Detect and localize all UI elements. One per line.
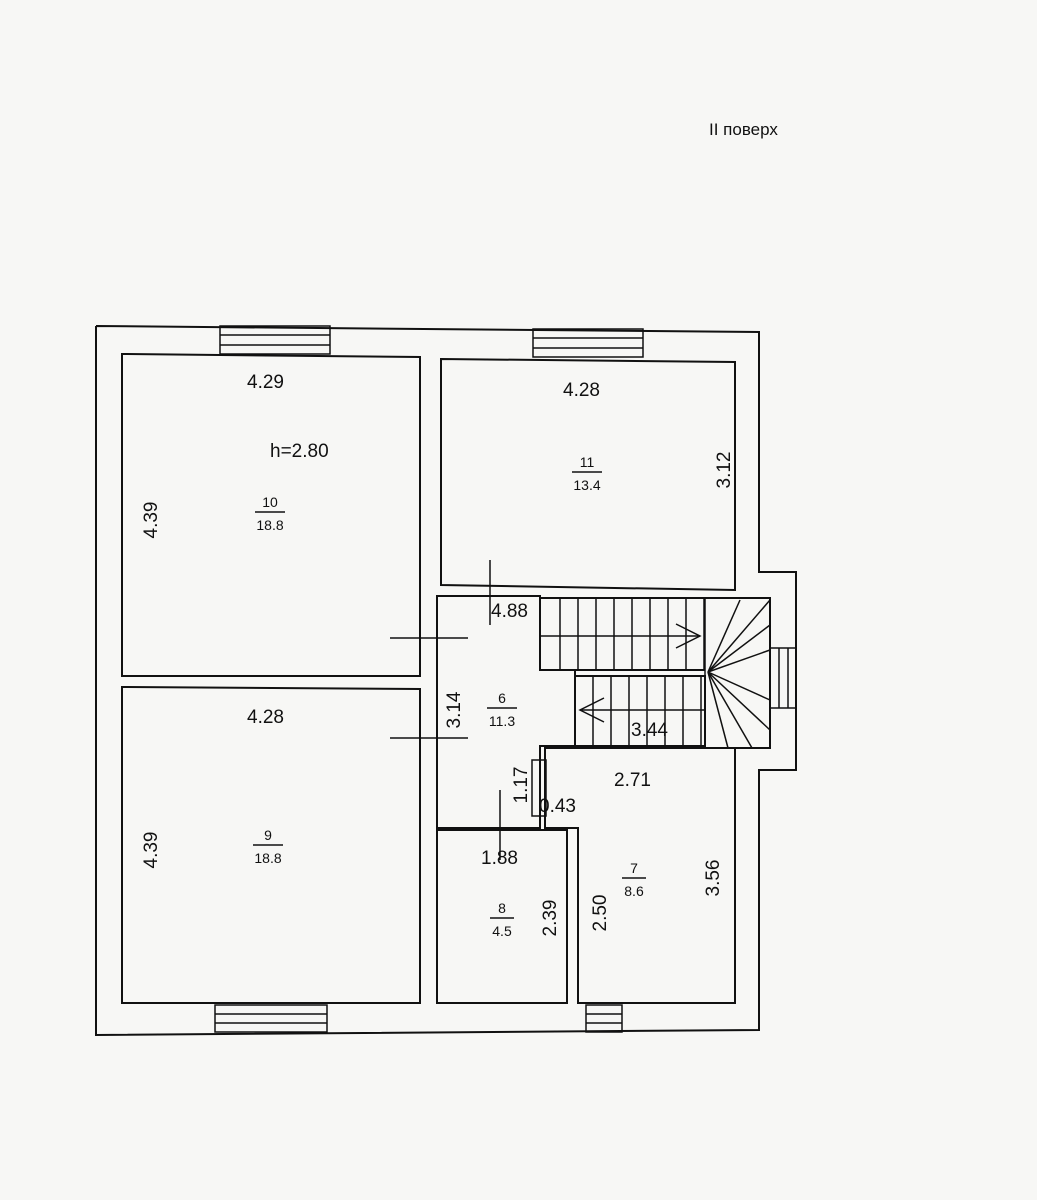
window-icon [219, 325, 331, 355]
dimension-label: 3.12 [714, 452, 735, 489]
dimension-label: 4.88 [491, 601, 528, 622]
outer-walls [95, 325, 797, 1037]
room-number: 6 [498, 690, 506, 706]
room-number: 11 [580, 454, 595, 470]
dimension-label: 3.56 [703, 860, 724, 897]
room-labels: 10 18.8 11 13.4 6 11.3 9 18.8 8 4.5 7 8.… [253, 454, 646, 939]
dimension-label: 4.28 [247, 707, 284, 728]
dimension-label: 4.28 [563, 380, 600, 401]
dimension-label: 4.39 [141, 502, 162, 539]
window-icon [532, 328, 644, 358]
room-area: 18.8 [254, 850, 281, 866]
dimension-label: 2.39 [540, 900, 561, 937]
room-area: 4.5 [492, 923, 512, 939]
dimension-label: 2.50 [590, 895, 611, 932]
dimension-label: 1.17 [511, 767, 532, 804]
room-number: 7 [630, 860, 638, 876]
room-area: 13.4 [573, 477, 600, 493]
stair-tread [707, 599, 741, 673]
stair-tread [707, 599, 771, 673]
stair-tread [707, 671, 771, 701]
dimension-labels: 4.29 4.39 4.28 3.12 4.88 3.14 3.44 4.28 … [141, 372, 735, 936]
dimension-label: 2.71 [614, 770, 651, 791]
dimension-label: 1.88 [481, 848, 518, 869]
dimension-label: 3.14 [444, 691, 465, 728]
stair-tread [707, 671, 753, 749]
dimension-label: 0.43 [539, 796, 576, 817]
window-icon [585, 1004, 623, 1033]
window-icon [214, 1004, 328, 1033]
niche-outline [531, 759, 547, 817]
dimension-label: 4.39 [141, 832, 162, 869]
room-area: 8.6 [624, 883, 644, 899]
room-number: 10 [262, 494, 278, 510]
ceiling-height: h=2.80 [270, 441, 329, 462]
room-area: 18.8 [256, 517, 283, 533]
room-6-outline [436, 595, 576, 829]
dimension-label: 4.29 [247, 372, 284, 393]
dimension-label: 3.44 [631, 720, 668, 741]
room-outlines [121, 352, 736, 1004]
room-8-outline [436, 829, 568, 1004]
room-10-outline [121, 352, 421, 677]
room-11-outline [440, 357, 736, 592]
room-number: 9 [264, 827, 272, 843]
room-number: 8 [498, 900, 506, 916]
floor-title: II поверх [709, 120, 778, 139]
stair-tread [707, 671, 771, 731]
stair-tread [707, 671, 729, 749]
window-icon [769, 647, 797, 709]
stairs [540, 597, 771, 749]
door-marks [390, 560, 501, 860]
stair-tread [707, 649, 771, 673]
room-9-outline [121, 685, 421, 1004]
room-area: 11.3 [489, 713, 515, 729]
windows [214, 325, 797, 1033]
stair-tread [707, 624, 771, 673]
